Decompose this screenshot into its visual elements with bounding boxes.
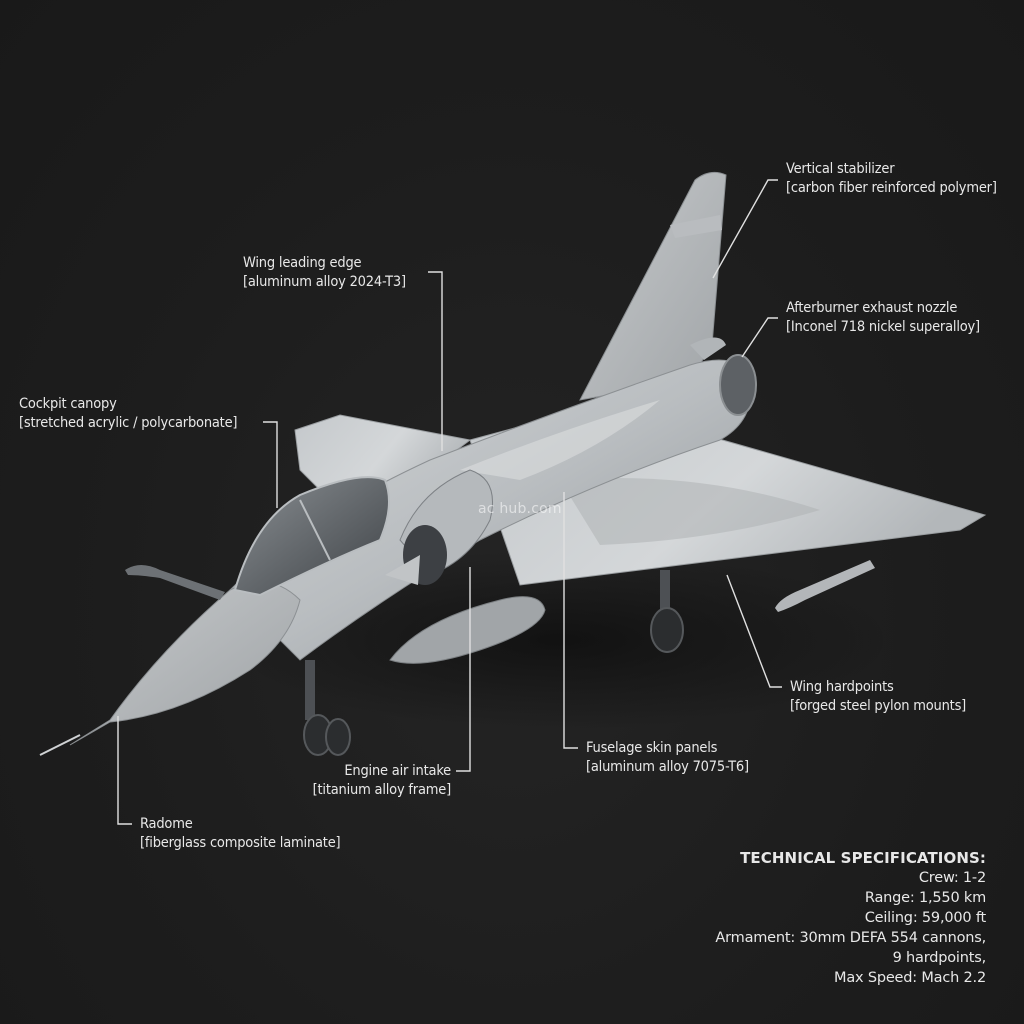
nose-wheel [325, 718, 351, 756]
callout-fuselage-skin-panels: Fuselage skin panels [aluminum alloy 707… [586, 739, 749, 777]
callout-material: [carbon fiber reinforced polymer] [786, 180, 997, 196]
leader-lines [117, 179, 782, 825]
refueling-probe [125, 565, 225, 600]
spec-armament: Armament: 30mm DEFA 554 cannons, [715, 930, 986, 946]
spec-max-speed: Max Speed: Mach 2.2 [834, 970, 986, 986]
leader-wing-hardpoints [726, 574, 782, 688]
callout-part-name: Radome [140, 816, 193, 832]
pitot-probe [39, 734, 81, 756]
intake-shock-cone [385, 555, 420, 585]
callout-part-name: Wing hardpoints [790, 679, 894, 695]
callout-engine-air-intake: Engine air intake [titanium alloy frame] [312, 762, 452, 800]
callout-material: [aluminum alloy 7075-T6] [586, 759, 749, 775]
spec-range: Range: 1,550 km [864, 890, 986, 906]
wing-camouflage-patch [560, 478, 820, 545]
callout-material: [aluminum alloy 2024-T3] [243, 274, 406, 290]
callout-cockpit-canopy: Cockpit canopy [stretched acrylic / poly… [19, 395, 238, 433]
leader-engine-intake [456, 567, 471, 772]
callout-part-name: Vertical stabilizer [786, 161, 895, 177]
dorsal-fairing [690, 337, 726, 360]
callout-material: [titanium alloy frame] [312, 782, 452, 798]
fuselage-camouflage-patch [460, 400, 660, 480]
leader-fuselage-skin [563, 492, 578, 749]
callout-radome: Radome [fiberglass composite laminate] [140, 815, 341, 853]
callout-material: [stretched acrylic / polycarbonate] [19, 415, 238, 431]
spec-ceiling: Ceiling: 59,000 ft [864, 910, 987, 926]
spec-crew: Crew: 1-2 [918, 870, 986, 886]
specs-title: TECHNICAL SPECIFICATIONS: [740, 849, 986, 867]
main-wheel [650, 607, 684, 653]
callout-part-name: Wing leading edge [243, 255, 362, 271]
callout-material: [Inconel 718 nickel superalloy] [786, 319, 980, 335]
ground-shadow [230, 550, 890, 730]
exhaust-nozzle-shape [719, 354, 757, 416]
callout-wing-leading-edge: Wing leading edge [aluminum alloy 2024-T… [243, 254, 406, 292]
leader-afterburner [741, 317, 778, 358]
leader-cockpit-canopy [263, 421, 278, 508]
technical-specifications-panel: TECHNICAL SPECIFICATIONS: Crew: 1-2 Rang… [715, 848, 986, 988]
leader-radome [117, 716, 132, 825]
callout-material: [fiberglass composite laminate] [140, 835, 341, 851]
callout-part-name: Fuselage skin panels [586, 740, 718, 756]
callout-part-name: Cockpit canopy [19, 396, 117, 412]
canopy-frame [299, 499, 331, 561]
watermark-text: ac hub.com [478, 501, 562, 517]
callout-vertical-stabilizer: Vertical stabilizer [carbon fiber reinfo… [786, 160, 997, 198]
drop-tank [389, 596, 546, 664]
leader-vertical-stabilizer [712, 179, 778, 279]
radome-shape [69, 581, 301, 746]
callout-afterburner-exhaust-nozzle: Afterburner exhaust nozzle [Inconel 718 … [786, 299, 980, 337]
callout-wing-hardpoints: Wing hardpoints [forged steel pylon moun… [790, 678, 966, 716]
tail-antenna [670, 215, 722, 238]
canopy-shape [233, 476, 390, 597]
callout-part-name: Afterburner exhaust nozzle [786, 300, 958, 316]
wing-missile [775, 560, 875, 612]
callout-part-name: Engine air intake [344, 763, 451, 779]
nose-gear-strut [305, 660, 315, 720]
callout-material: [forged steel pylon mounts] [790, 698, 967, 714]
leader-wing-leading-edge [428, 271, 443, 451]
main-gear-strut [660, 570, 670, 625]
spec-hardpoints: 9 hardpoints, [892, 950, 987, 966]
